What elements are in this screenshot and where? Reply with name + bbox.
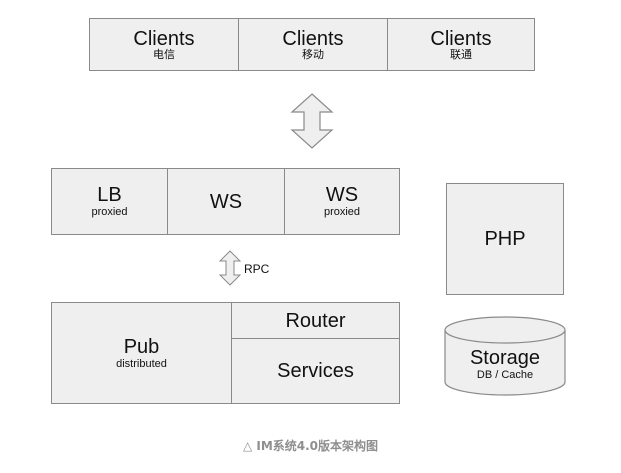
client-label: Clients (133, 27, 195, 50)
pub-node: Pub distributed (52, 303, 231, 403)
rpc-arrow-icon (218, 250, 242, 286)
divider (238, 19, 239, 70)
divider (231, 303, 232, 403)
services-node: Services (232, 339, 399, 403)
divider (284, 169, 285, 234)
php-label: PHP (484, 228, 526, 250)
storage-label: Storage (469, 346, 541, 369)
node-sub: proxied (91, 206, 128, 218)
lb-node: LB proxied (52, 169, 167, 234)
ws-proxied-node: WS proxied (285, 169, 399, 234)
backend-block: Pub distributed Router Services (51, 302, 400, 404)
node-sub: proxied (323, 206, 361, 218)
ws-node: WS (168, 169, 284, 234)
client-telecom: Clients 电信 (90, 19, 238, 70)
node-label: WS (209, 190, 243, 213)
gateway-bar: LB proxied WS WS proxied (51, 168, 400, 235)
figure-caption: △ IM系统4.0版本架构图 (242, 439, 379, 453)
double-arrow-icon (290, 93, 334, 149)
client-carrier: 联通 (450, 47, 472, 61)
client-carrier: 电信 (153, 47, 175, 61)
client-label: Clients (430, 27, 492, 50)
client-label: Clients (282, 27, 344, 50)
clients-bar: Clients 电信 Clients 移动 Clients 联通 (89, 18, 535, 71)
router-node: Router (232, 303, 399, 338)
divider (167, 169, 168, 234)
pub-label: Pub (123, 335, 160, 358)
php-box: PHP (446, 183, 564, 295)
rpc-label: RPC (244, 262, 270, 276)
services-label: Services (277, 360, 354, 382)
divider (232, 338, 399, 339)
pub-sub: distributed (116, 357, 167, 370)
storage-cylinder (444, 316, 566, 396)
node-label: WS (325, 184, 359, 206)
node-label: LB (97, 184, 122, 206)
router-label: Router (285, 309, 346, 332)
client-unicom: Clients 联通 (388, 19, 534, 70)
client-carrier: 移动 (302, 47, 324, 61)
storage-text: Storage DB / Cache (444, 342, 566, 386)
storage-sub: DB / Cache (476, 368, 534, 381)
client-mobile: Clients 移动 (239, 19, 387, 70)
divider (387, 19, 388, 70)
